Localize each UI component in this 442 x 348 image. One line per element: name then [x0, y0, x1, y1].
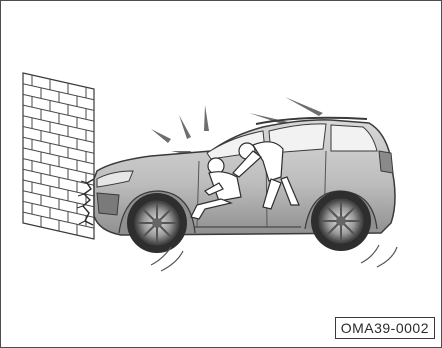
front-wheel: [127, 193, 187, 253]
rear-wheel: [311, 191, 371, 251]
figure-code: OMA39-0002: [335, 317, 435, 339]
brick-wall: [23, 73, 94, 239]
motion-lines: [151, 245, 397, 271]
